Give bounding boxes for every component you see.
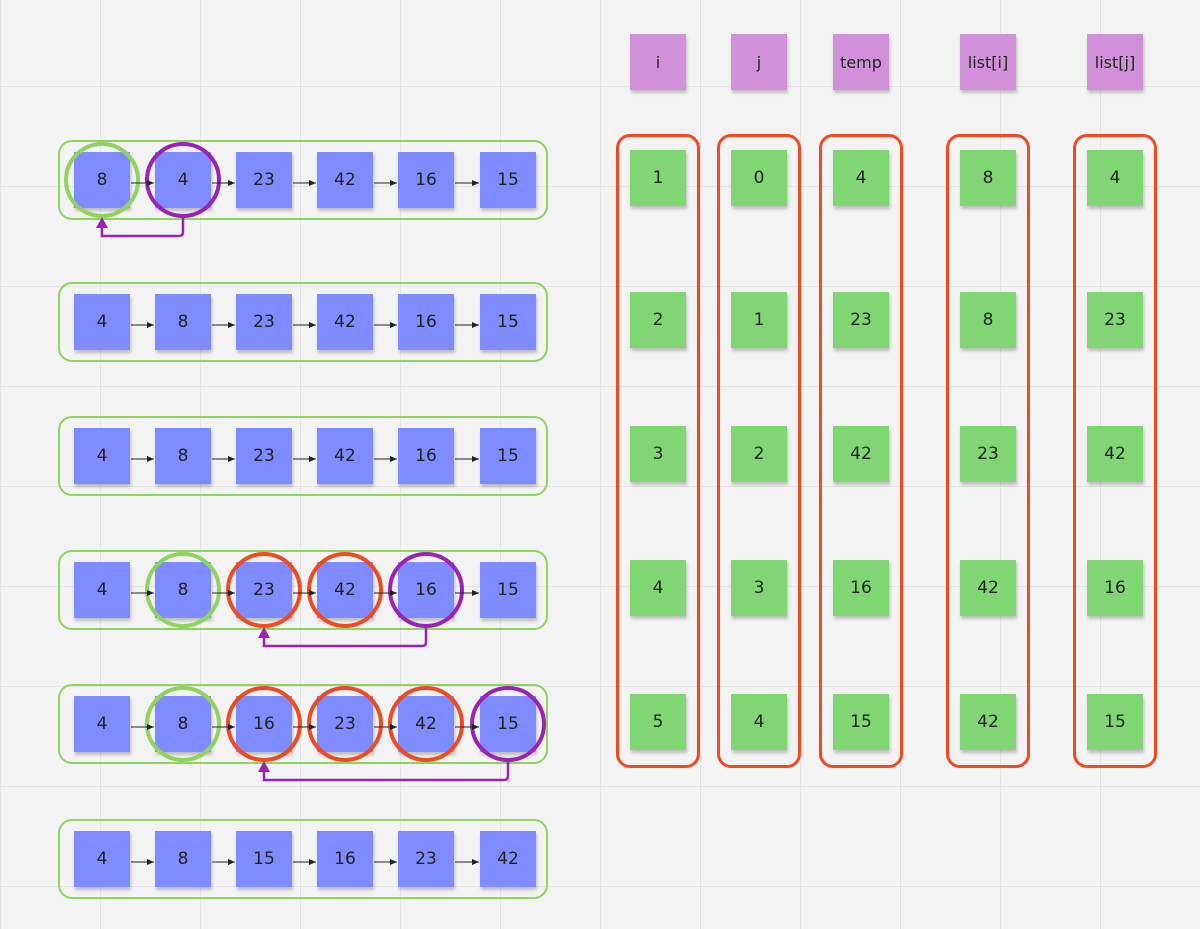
array-note-r1-c5[interactable]: 16	[398, 152, 454, 208]
value-note-col5-r1[interactable]: 4	[1087, 150, 1143, 206]
array-note-r2-c4[interactable]: 42	[317, 294, 373, 350]
value-note-col1-r2[interactable]: 2	[630, 292, 686, 348]
value-note-col4-r4[interactable]: 42	[960, 560, 1016, 616]
value-note-col3-r5[interactable]: 15	[833, 694, 889, 750]
array-note-r2-c5[interactable]: 16	[398, 294, 454, 350]
array-note-r1-c4[interactable]: 42	[317, 152, 373, 208]
array-note-r1-c6[interactable]: 15	[480, 152, 536, 208]
green-ring-r1-c1	[64, 142, 140, 218]
array-note-r2-c6[interactable]: 15	[480, 294, 536, 350]
array-note-r4-c1[interactable]: 4	[74, 562, 130, 618]
array-note-r2-c3[interactable]: 23	[236, 294, 292, 350]
array-note-r3-c2[interactable]: 8	[155, 428, 211, 484]
value-note-col5-r4[interactable]: 16	[1087, 560, 1143, 616]
row-frame-4	[58, 550, 548, 630]
array-note-r3-c1[interactable]: 4	[74, 428, 130, 484]
header-note-2[interactable]: j	[731, 34, 787, 90]
array-note-r3-c6[interactable]: 15	[480, 428, 536, 484]
value-note-col5-r3[interactable]: 42	[1087, 426, 1143, 482]
row-frame-2	[58, 282, 548, 362]
array-note-r6-c5[interactable]: 23	[398, 831, 454, 887]
array-note-r3-c3[interactable]: 23	[236, 428, 292, 484]
value-note-col4-r5[interactable]: 42	[960, 694, 1016, 750]
value-note-col3-r3[interactable]: 42	[833, 426, 889, 482]
value-note-col3-r2[interactable]: 23	[833, 292, 889, 348]
purple-ring-r1-c2	[145, 142, 221, 218]
array-note-r6-c3[interactable]: 15	[236, 831, 292, 887]
array-note-r6-c6[interactable]: 42	[480, 831, 536, 887]
header-note-1[interactable]: i	[630, 34, 686, 90]
row-frame-1	[58, 140, 548, 220]
value-note-col1-r3[interactable]: 3	[630, 426, 686, 482]
array-note-r2-c2[interactable]: 8	[155, 294, 211, 350]
red-ring-r5-c4	[307, 686, 383, 762]
value-note-col2-r4[interactable]: 3	[731, 560, 787, 616]
value-note-col1-r4[interactable]: 4	[630, 560, 686, 616]
swap-arrow-row5	[262, 762, 510, 782]
purple-ring-r5-c6	[470, 686, 546, 762]
swap-arrow-row4	[262, 628, 428, 648]
header-note-4[interactable]: list[i]	[960, 34, 1016, 90]
header-note-5[interactable]: list[j]	[1087, 34, 1143, 90]
red-ring-r4-c3	[226, 552, 302, 628]
array-note-r6-c4[interactable]: 16	[317, 831, 373, 887]
column-frame-5	[1073, 134, 1157, 768]
value-note-col5-r2[interactable]: 23	[1087, 292, 1143, 348]
array-note-r5-c1[interactable]: 4	[74, 696, 130, 752]
value-note-col2-r5[interactable]: 4	[731, 694, 787, 750]
array-note-r6-c1[interactable]: 4	[74, 831, 130, 887]
array-note-r1-c3[interactable]: 23	[236, 152, 292, 208]
value-note-col4-r3[interactable]: 23	[960, 426, 1016, 482]
purple-ring-r4-c5	[388, 552, 464, 628]
array-note-r4-c6[interactable]: 15	[480, 562, 536, 618]
swap-arrow-row1	[100, 218, 185, 238]
value-note-col4-r1[interactable]: 8	[960, 150, 1016, 206]
array-note-r3-c4[interactable]: 42	[317, 428, 373, 484]
column-frame-1	[616, 134, 700, 768]
column-frame-3	[819, 134, 903, 768]
row-frame-6	[58, 819, 548, 899]
red-ring-r4-c4	[307, 552, 383, 628]
array-note-r2-c1[interactable]: 4	[74, 294, 130, 350]
array-note-r6-c2[interactable]: 8	[155, 831, 211, 887]
column-frame-4	[946, 134, 1030, 768]
red-ring-r5-c3	[226, 686, 302, 762]
value-note-col2-r1[interactable]: 0	[731, 150, 787, 206]
row-frame-3	[58, 416, 548, 496]
column-frame-2	[717, 134, 801, 768]
green-ring-r4-c2	[145, 552, 221, 628]
red-ring-r5-c5	[388, 686, 464, 762]
green-ring-r5-c2	[145, 686, 221, 762]
array-note-r3-c5[interactable]: 16	[398, 428, 454, 484]
value-note-col2-r2[interactable]: 1	[731, 292, 787, 348]
value-note-col5-r5[interactable]: 15	[1087, 694, 1143, 750]
value-note-col3-r1[interactable]: 4	[833, 150, 889, 206]
header-note-3[interactable]: temp	[833, 34, 889, 90]
value-note-col2-r3[interactable]: 2	[731, 426, 787, 482]
value-note-col4-r2[interactable]: 8	[960, 292, 1016, 348]
value-note-col1-r5[interactable]: 5	[630, 694, 686, 750]
value-note-col1-r1[interactable]: 1	[630, 150, 686, 206]
value-note-col3-r4[interactable]: 16	[833, 560, 889, 616]
